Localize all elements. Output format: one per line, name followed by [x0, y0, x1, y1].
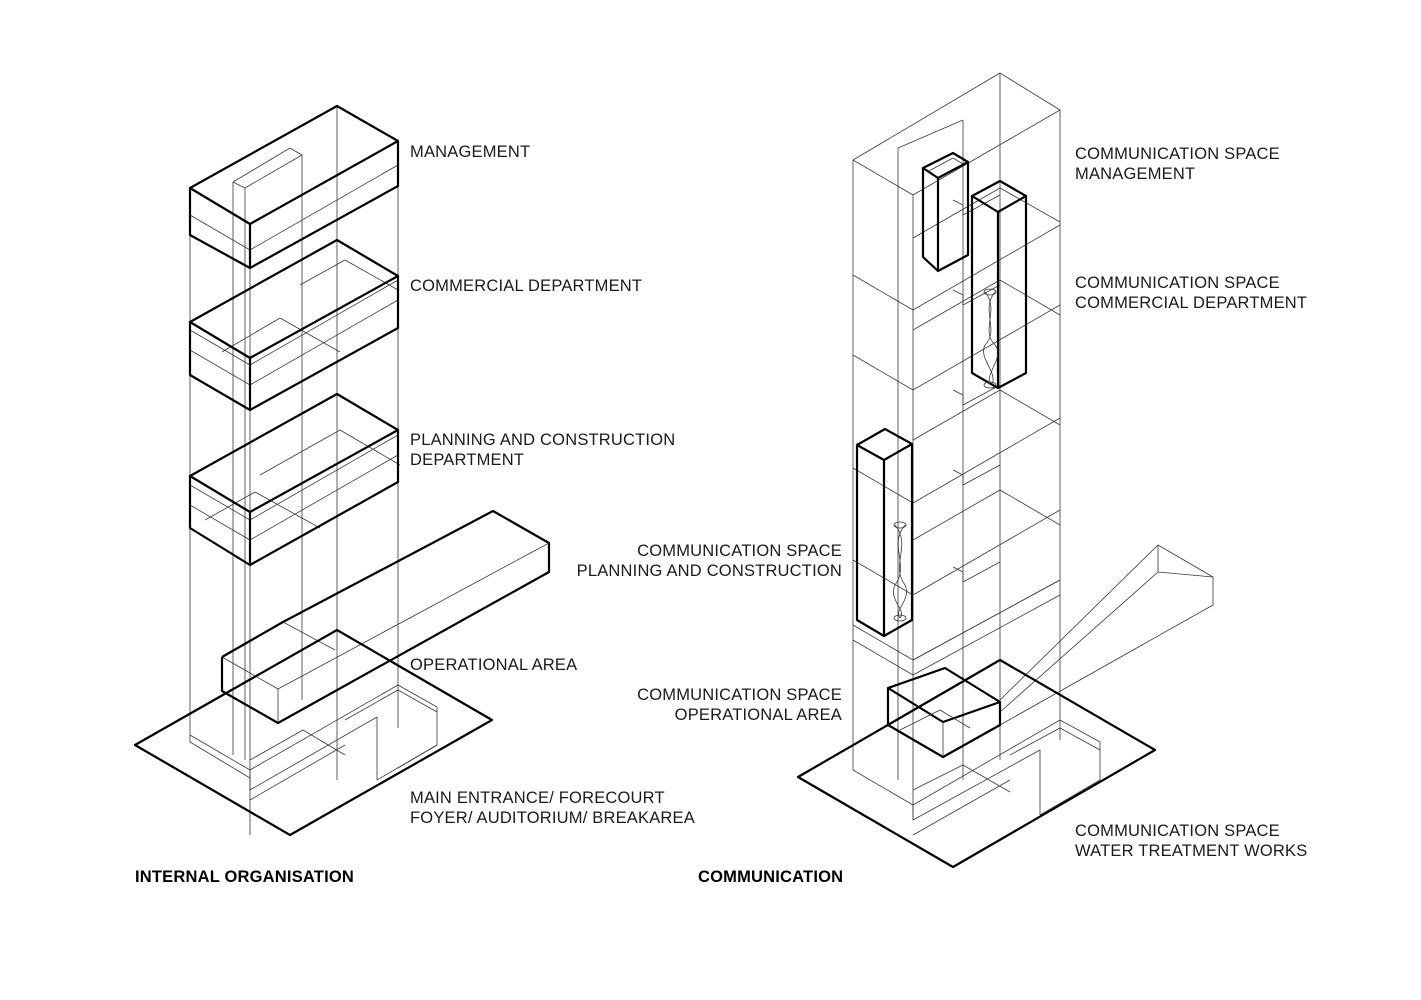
label-comm-commercial-line-2: COMMERCIAL DEPARTMENT	[1075, 294, 1308, 312]
commercial-department-volume	[188, 238, 400, 412]
label-comm-water-line-1: COMMUNICATION SPACE	[1075, 822, 1280, 840]
label-commercial-department: COMMERCIAL DEPARTMENT	[410, 276, 642, 296]
communication-diagram	[796, 72, 1214, 869]
caption-communication: COMMUNICATION	[698, 868, 844, 886]
operational-area-volume	[220, 509, 551, 725]
label-comm-operational-line-2: OPERATIONAL AREA	[674, 706, 842, 724]
label-management: MANAGEMENT	[410, 142, 530, 162]
label-comm-commercial-line-1: COMMUNICATION SPACE	[1075, 274, 1280, 292]
internal-organisation-diagram	[133, 104, 551, 837]
commercial-communication-shaft	[970, 179, 1028, 390]
label-comm-operational: COMMUNICATION SPACE OPERATIONAL AREA	[637, 685, 842, 725]
label-comm-water-line-2: WATER TREATMENT WORKS	[1075, 842, 1308, 860]
planning-construction-volume	[188, 392, 400, 567]
label-comm-water-treatment: COMMUNICATION SPACE WATER TREATMENT WORK…	[1075, 821, 1307, 861]
label-comm-commercial: COMMUNICATION SPACE COMMERCIAL DEPARTMEN…	[1075, 273, 1307, 313]
label-comm-planning-line-2: PLANNING AND CONSTRUCTION	[576, 562, 842, 580]
label-planning-line-1: PLANNING AND CONSTRUCTION	[410, 431, 676, 449]
label-planning-construction: PLANNING AND CONSTRUCTION DEPARTMENT	[410, 430, 675, 470]
label-comm-planning-line-1: COMMUNICATION SPACE	[637, 542, 842, 560]
label-comm-management: COMMUNICATION SPACE MANAGEMENT	[1075, 144, 1280, 184]
caption-internal-organisation: INTERNAL ORGANISATION	[135, 868, 355, 886]
management-communication-shaft	[921, 151, 970, 273]
label-entrance-line-1: MAIN ENTRANCE/ FORECOURT	[410, 789, 665, 807]
label-main-entrance: MAIN ENTRANCE/ FORECOURT FOYER/ AUDITORI…	[410, 788, 695, 828]
management-volume	[188, 104, 400, 270]
label-operational-text: OPERATIONAL AREA	[410, 656, 578, 674]
label-comm-planning: COMMUNICATION SPACE PLANNING AND CONSTRU…	[577, 541, 842, 581]
main-entrance-plinth	[133, 628, 494, 837]
label-management-text: MANAGEMENT	[410, 143, 531, 161]
operational-communication-volume	[886, 666, 1002, 759]
right-tower-wireframe	[852, 72, 1214, 836]
left-tower-wireframe	[189, 106, 438, 835]
label-entrance-line-2: FOYER/ AUDITORIUM/ BREAKAREA	[410, 809, 695, 827]
label-commercial-text: COMMERCIAL DEPARTMENT	[410, 277, 643, 295]
planning-communication-shaft	[855, 427, 914, 638]
label-comm-management-line-2: MANAGEMENT	[1075, 165, 1196, 183]
water-treatment-communication-plinth	[796, 658, 1157, 869]
label-operational-area: OPERATIONAL AREA	[410, 655, 577, 675]
label-comm-management-line-1: COMMUNICATION SPACE	[1075, 145, 1280, 163]
label-planning-line-2: DEPARTMENT	[410, 451, 525, 469]
label-comm-operational-line-1: COMMUNICATION SPACE	[637, 686, 842, 704]
